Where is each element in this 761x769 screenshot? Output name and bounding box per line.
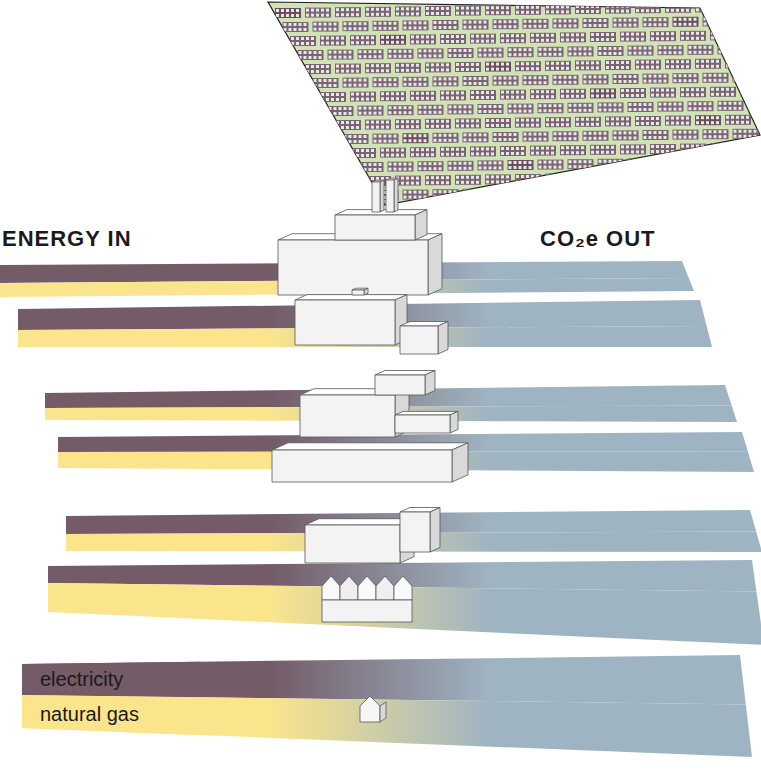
legend-text: electricity bbox=[40, 668, 123, 691]
energy-bands bbox=[0, 261, 761, 757]
neighbourhood-map bbox=[268, 2, 761, 205]
legend-text: natural gas bbox=[40, 703, 139, 726]
heading-label: CO₂e OUT bbox=[540, 226, 656, 252]
electricity-stripe bbox=[58, 432, 748, 452]
legend-swatch bbox=[22, 662, 200, 698]
legend-swatch bbox=[22, 695, 200, 735]
buildings bbox=[272, 178, 468, 722]
gas-stripe bbox=[22, 695, 752, 757]
heading-label: ENERGY IN bbox=[2, 226, 132, 252]
